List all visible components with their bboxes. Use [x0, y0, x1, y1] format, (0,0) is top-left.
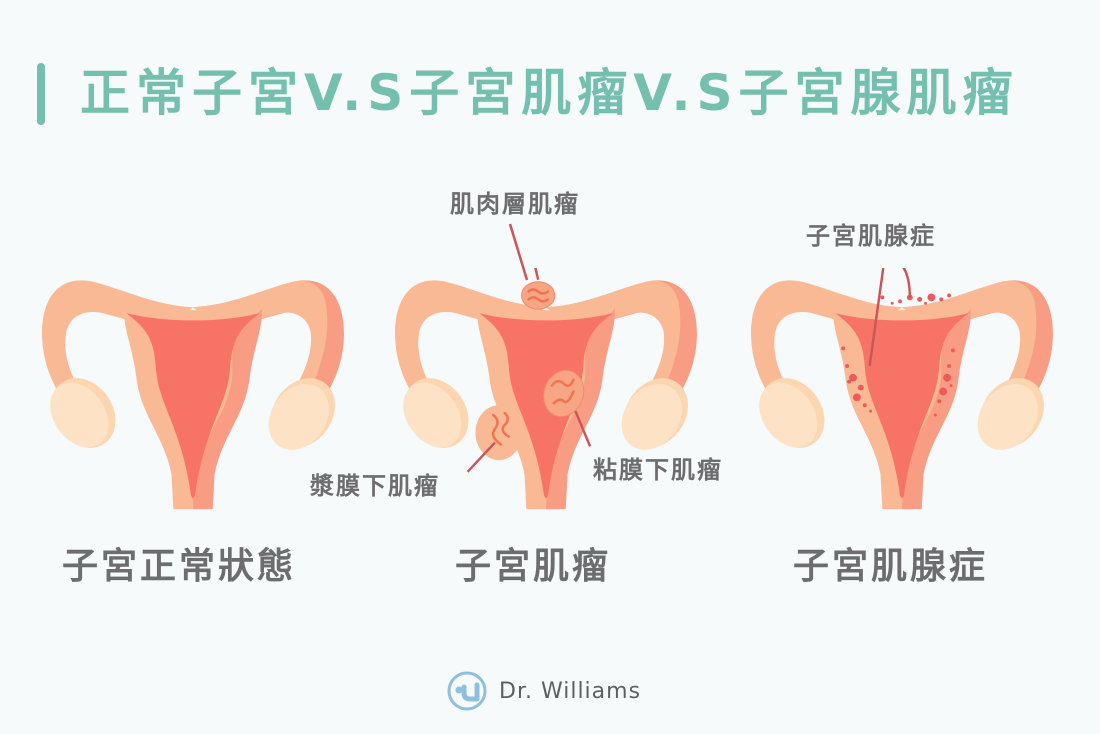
label-submucosal-fibroid: 粘膜下肌瘤: [593, 456, 723, 484]
intramural-pointer-line: [508, 223, 529, 281]
fibroid-uterus-illustration: [386, 268, 706, 513]
page-title: 正常子宮V.S子宮肌瘤V.S子宮腺肌瘤: [80, 64, 1019, 122]
label-subserosal-fibroid: 漿膜下肌瘤: [310, 472, 440, 500]
label-intramural-fibroid: 肌肉層肌瘤: [450, 190, 580, 218]
adenomyosis-uterus-illustration: [742, 268, 1062, 513]
normal-uterus-illustration: [33, 268, 353, 513]
label-adenomyosis-annotation: 子宮肌腺症: [806, 222, 936, 250]
caption-adenomyosis: 子宮肌腺症: [793, 546, 989, 587]
caption-fibroids: 子宮肌瘤: [455, 546, 612, 587]
caption-normal: 子宮正常狀態: [62, 546, 297, 587]
dr-williams-logo-icon: [447, 671, 487, 711]
brand-name: Dr. Williams: [499, 678, 642, 704]
brand-logo: Dr. Williams: [447, 671, 641, 711]
title-accent-bar: [37, 63, 45, 125]
